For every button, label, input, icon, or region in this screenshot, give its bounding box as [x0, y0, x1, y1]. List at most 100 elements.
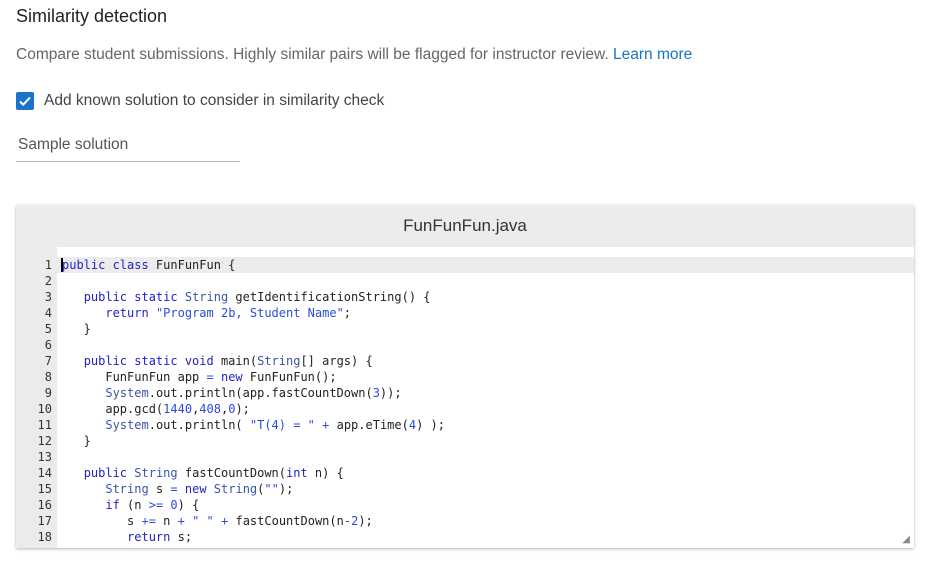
code-token — [62, 466, 84, 480]
code-line[interactable]: 5 } — [16, 321, 914, 337]
line-number: 15 — [37, 482, 52, 496]
code-line[interactable]: 12 } — [16, 433, 914, 449]
code-line[interactable]: 8 FunFunFun app = new FunFunFun(); — [16, 369, 914, 385]
code-token: System — [105, 386, 149, 400]
line-number: 18 — [37, 530, 52, 544]
code-token: 3 — [372, 386, 380, 400]
code-token: new — [184, 482, 207, 496]
code-token: , — [192, 402, 200, 416]
line-text: if (n >= 0) { — [62, 497, 199, 513]
code-token: getIdentificationString() { — [228, 290, 431, 304]
code-token: 0 — [228, 402, 236, 416]
code-token — [62, 418, 105, 432]
line-text: return s; — [62, 529, 192, 545]
code-token: FunFunFun { — [148, 258, 236, 272]
code-token: "Program 2b, Student Name" — [155, 306, 344, 320]
code-line[interactable]: 6 — [16, 337, 914, 353]
code-token: s — [148, 482, 171, 496]
code-token: ) { — [177, 498, 200, 512]
code-token — [62, 498, 105, 512]
code-token — [62, 290, 84, 304]
code-token: += — [141, 514, 156, 528]
code-line[interactable]: 3 public static String getIdentification… — [16, 289, 914, 305]
code-token: public static — [83, 290, 178, 304]
section-description: Compare student submissions. Highly simi… — [16, 46, 692, 64]
resize-handle-icon[interactable]: ◢ — [902, 534, 910, 545]
code-token — [207, 482, 214, 496]
code-token — [149, 306, 156, 320]
code-token: String — [184, 290, 229, 304]
code-line[interactable]: 7 public static void main(String[] args)… — [16, 353, 914, 369]
code-token — [62, 482, 105, 496]
code-line[interactable]: 11 System.out.println( "T(4) = " + app.e… — [16, 417, 914, 433]
code-token: main( — [213, 354, 258, 368]
code-token: n) { — [307, 466, 344, 480]
code-token: [] args) { — [300, 354, 373, 368]
code-token: } — [62, 322, 91, 336]
code-token: - — [343, 514, 352, 528]
line-text: return "Program 2b, Student Name"; — [62, 305, 351, 321]
code-token — [62, 354, 84, 368]
code-token: fastCountDown(n — [228, 514, 344, 528]
code-token — [62, 530, 127, 544]
code-token: 4 — [408, 418, 417, 432]
code-token: app.eTime( — [329, 418, 409, 432]
code-line[interactable]: 15 String s = new String(""); — [16, 481, 914, 497]
line-text: s += n + " " + fastCountDown(n-2); — [62, 513, 373, 529]
description-text: Compare student submissions. Highly simi… — [16, 46, 609, 63]
code-token: = — [206, 370, 214, 384]
code-line[interactable]: 10 app.gcd(1440,408,0); — [16, 401, 914, 417]
code-token — [178, 482, 185, 496]
sample-solution-field[interactable]: Sample solution — [16, 136, 240, 162]
code-token: FunFunFun(); — [242, 370, 337, 384]
code-token: System — [105, 418, 149, 432]
code-line[interactable]: 2 — [16, 273, 914, 289]
code-token: return — [127, 530, 171, 544]
code-token: , — [220, 402, 229, 416]
code-token: 1440 — [163, 402, 193, 416]
code-token: String — [257, 354, 301, 368]
code-token: } — [62, 434, 91, 448]
code-token: String — [213, 482, 258, 496]
line-text: app.gcd(1440,408,0); — [62, 401, 250, 417]
code-token: String — [105, 482, 149, 496]
line-number: 3 — [44, 290, 52, 304]
code-token: .out.println(app.fastCountDown( — [148, 386, 373, 400]
line-number: 17 — [37, 514, 52, 528]
section-title: Similarity detection — [16, 6, 168, 26]
code-token: ); — [358, 514, 373, 528]
code-line[interactable]: 18 return s; — [16, 529, 914, 545]
code-token — [214, 370, 221, 384]
line-text: public class FunFunFun { — [62, 257, 235, 273]
learn-more-link[interactable]: Learn more — [613, 46, 693, 63]
line-number: 4 — [44, 306, 52, 320]
line-number: 6 — [44, 338, 52, 352]
code-token: return — [105, 306, 149, 320]
code-token: ( — [257, 482, 265, 496]
code-line[interactable]: 13 — [16, 449, 914, 465]
code-token: if — [105, 498, 120, 512]
line-text: System.out.println( "T(4) = " + app.eTim… — [62, 417, 445, 433]
code-line[interactable]: 17 s += n + " " + fastCountDown(n-2); — [16, 513, 914, 529]
code-token: + — [322, 418, 330, 432]
code-line[interactable]: 4 return "Program 2b, Student Name"; — [16, 305, 914, 321]
code-token: public static void — [83, 354, 214, 368]
code-line[interactable]: 9 System.out.println(app.fastCountDown(3… — [16, 385, 914, 401]
code-line[interactable]: 16 if (n >= 0) { — [16, 497, 914, 513]
code-token: = — [170, 482, 178, 496]
checkbox-checked-icon[interactable] — [16, 92, 34, 110]
code-token: n — [155, 514, 178, 528]
line-number: 10 — [37, 402, 52, 416]
line-number: 12 — [37, 434, 52, 448]
known-solution-checkbox[interactable]: Add known solution to consider in simila… — [16, 92, 384, 110]
code-token: 408 — [199, 402, 221, 416]
code-line[interactable]: 14 public String fastCountDown(int n) { — [16, 465, 914, 481]
code-token: String — [134, 466, 178, 480]
code-token: public class — [62, 258, 149, 272]
code-token: "" — [264, 482, 279, 496]
line-number: 7 — [44, 354, 52, 368]
code-token: FunFunFun app — [62, 370, 207, 384]
